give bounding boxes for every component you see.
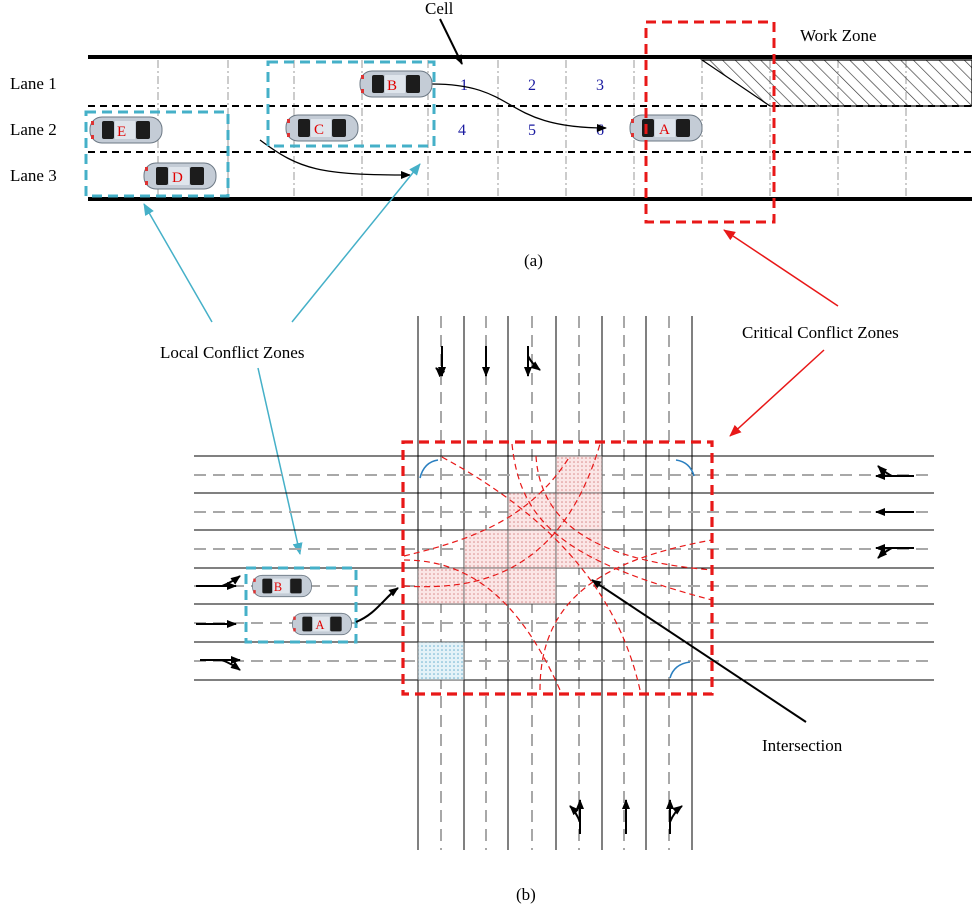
- cell-pointer-arrow: [439, 18, 463, 65]
- cell-number-2: 2: [528, 77, 536, 94]
- caption-b: (b): [516, 885, 536, 904]
- svg-text:A: A: [659, 122, 670, 138]
- car-e: E: [89, 116, 163, 144]
- local-conflict-zone-bc: [266, 60, 436, 148]
- svg-text:D: D: [172, 170, 183, 186]
- cell-number-6: 6: [596, 122, 604, 139]
- panel-b: B A Intersection: [194, 316, 934, 904]
- lane-1-label: Lane 1: [10, 74, 57, 93]
- car-b-intersection: B: [252, 574, 312, 598]
- local-conflict-zone-approach: [244, 566, 358, 644]
- svg-text:C: C: [314, 122, 324, 138]
- local-conflict-zones-label: Local Conflict Zones: [160, 343, 304, 362]
- svg-text:E: E: [117, 124, 126, 140]
- left-lane-arrows: [196, 575, 241, 671]
- critical-zone-pointer-1: [723, 229, 839, 307]
- intersection-label: Intersection: [762, 736, 843, 755]
- work-zone-label: Work Zone: [800, 26, 877, 45]
- cell-number-1: 1: [460, 77, 468, 94]
- svg-text:B: B: [387, 78, 397, 94]
- local-zone-pointer-1: [143, 203, 213, 323]
- car-a: A: [629, 114, 703, 142]
- car-a-intersection: A: [292, 612, 352, 636]
- bottom-lane-arrows: [569, 799, 683, 834]
- occupied-cells: [417, 455, 603, 681]
- car-b: B: [359, 70, 433, 98]
- local-conflict-zone-ed: [84, 110, 230, 198]
- right-lane-arrows: [875, 465, 914, 559]
- local-zone-pointer-2: [291, 163, 421, 323]
- caption-a: (a): [524, 251, 543, 270]
- car-c: C: [285, 114, 359, 142]
- critical-conflict-zone-intersection: [401, 440, 714, 696]
- cell-label: Cell: [425, 0, 454, 18]
- turning-trajectories: [403, 443, 713, 691]
- local-zone-pointer-3: [257, 367, 303, 555]
- panel-a: Lane 1 Lane 2 Lane 3 Cell Work Zone 1 2 …: [10, 0, 972, 270]
- svg-text:A: A: [315, 618, 324, 632]
- horizontal-lane-dashes: [194, 474, 934, 662]
- work-zone-area: [700, 59, 972, 107]
- car-b-trajectory: [431, 83, 607, 132]
- top-lane-arrows: [435, 346, 541, 378]
- cell-number-4: 4: [458, 122, 466, 139]
- car-c-trajectory: [259, 139, 411, 179]
- cell-number-3: 3: [596, 77, 604, 94]
- svg-text:B: B: [274, 580, 282, 594]
- lane-3-label: Lane 3: [10, 166, 57, 185]
- intersection-pointer: [591, 579, 807, 723]
- critical-zone-pointer-2: [729, 349, 825, 437]
- corner-arcs: [419, 459, 695, 679]
- lane-2-label: Lane 2: [10, 120, 57, 139]
- car-a-path: [355, 587, 399, 623]
- cell-number-5: 5: [528, 122, 536, 139]
- critical-conflict-zones-label: Critical Conflict Zones: [742, 323, 899, 342]
- blue-cell: [417, 641, 465, 681]
- car-d: D: [143, 162, 217, 190]
- critical-conflict-zone-a: [644, 20, 776, 224]
